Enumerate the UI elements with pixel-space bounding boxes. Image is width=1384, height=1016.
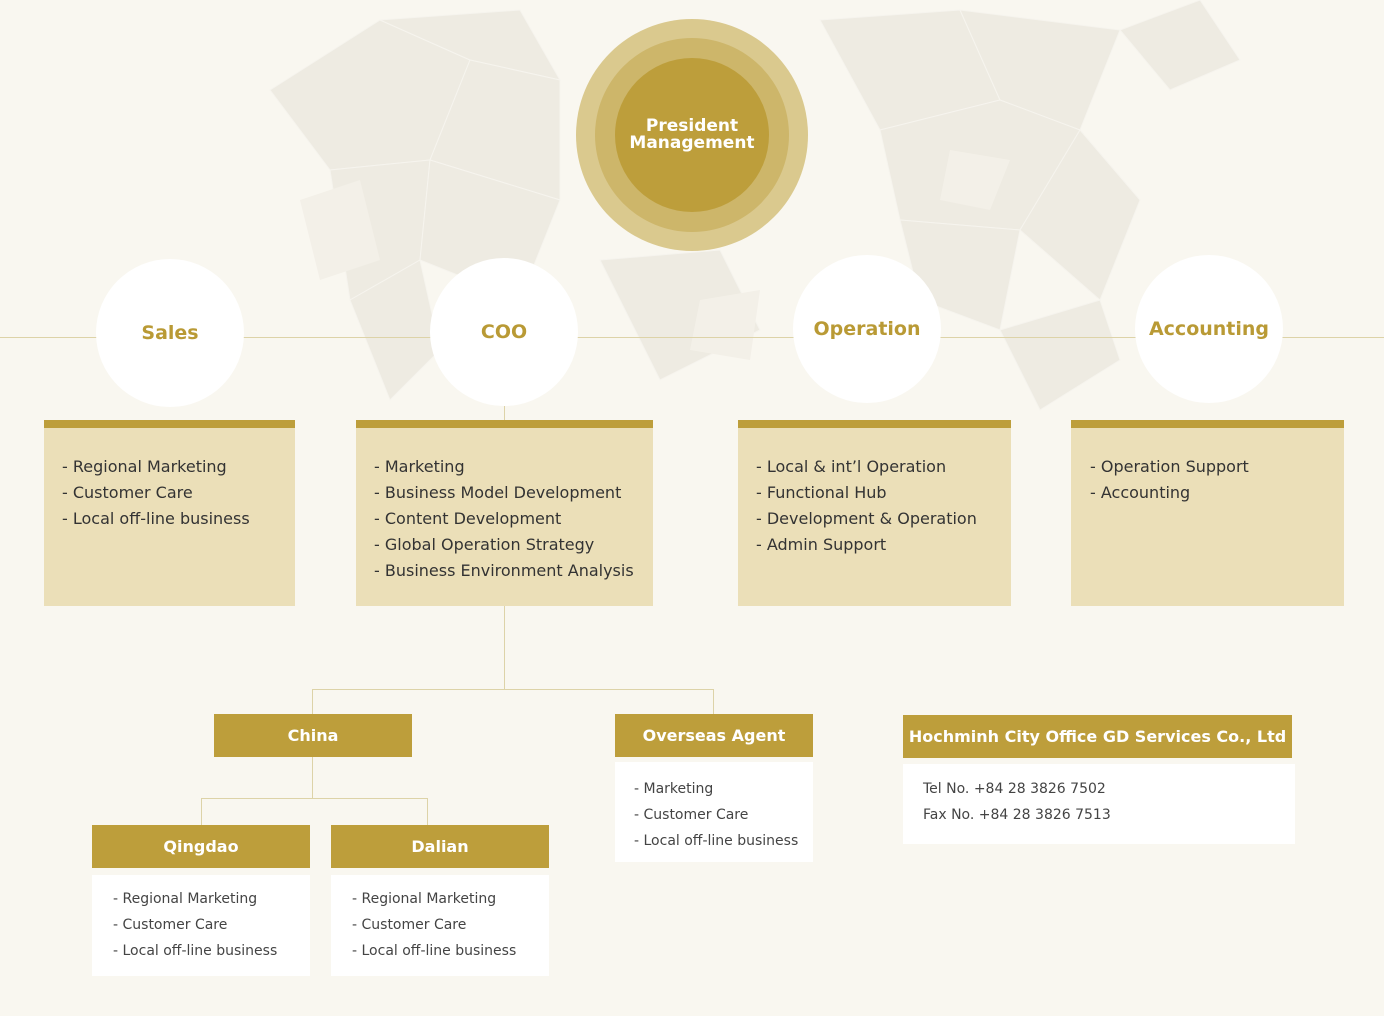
accounting-duties-box: - Operation Support - Accounting [1071,420,1344,606]
overseas-agent-duties-box: - Marketing - Customer Care - Local off-… [615,762,813,862]
list-item: - Regional Marketing [62,457,227,476]
list-item: - Regional Marketing [352,891,497,907]
coo-duties-box: - Marketing - Business Model Development… [356,420,653,606]
dalian-duties-list: - Regional Marketing - Customer Care - L… [352,886,549,964]
qingdao-duties-list: - Regional Marketing - Customer Care - L… [113,886,310,964]
overseas-branch-line [713,689,714,715]
office-contact-box: Tel No. +84 28 3826 7502 Fax No. +84 28 … [903,764,1295,844]
dalian-label: Dalian [411,837,469,856]
president-subtitle: Management [629,133,755,153]
qingdao-node: Qingdao [92,825,310,868]
list-item: - Operation Support [1090,457,1249,476]
qingdao-branch-line [201,798,202,825]
china-branch-line [312,689,313,715]
list-item: - Business Environment Analysis [374,561,634,580]
president-circle: President Management [576,19,808,251]
office-node: Hochminh City Office GD Services Co., Lt… [903,715,1292,758]
list-item: - Customer Care [634,807,749,823]
list-item: - Local off-line business [634,833,799,849]
accounting-duties-list: - Operation Support - Accounting [1090,454,1344,506]
overseas-agent-node: Overseas Agent [615,714,813,757]
list-item: - Customer Care [62,483,193,502]
sales-circle: Sales [96,259,244,407]
list-item: - Local off-line business [113,943,278,959]
city-branch-horizontal-line [201,798,428,799]
president-node: President Management [615,58,769,212]
president-title: President [645,116,739,136]
china-down-line [312,757,313,799]
list-item: - Regional Marketing [113,891,258,907]
overseas-agent-label: Overseas Agent [642,726,786,745]
list-item: - Local off-line business [352,943,517,959]
coo-label: COO [480,321,528,343]
list-item: - Global Operation Strategy [374,535,595,554]
list-item: - Admin Support [756,535,887,554]
office-contact-list: Tel No. +84 28 3826 7502 Fax No. +84 28 … [923,776,1295,828]
operation-duties-box: - Local & int’l Operation - Functional H… [738,420,1011,606]
list-item: - Local & int’l Operation [756,457,947,476]
overseas-agent-duties-list: - Marketing - Customer Care - Local off-… [634,776,813,854]
list-item: - Content Development [374,509,562,528]
office-tel: Tel No. +84 28 3826 7502 [923,781,1106,797]
list-item: - Accounting [1090,483,1191,502]
operation-duties-list: - Local & int’l Operation - Functional H… [756,454,1011,558]
dalian-node: Dalian [331,825,549,868]
branch-horizontal-line [312,689,714,690]
china-node: China [214,714,412,757]
horizontal-connector-line [0,337,1384,338]
coo-duties-list: - Marketing - Business Model Development… [374,454,653,584]
accounting-circle: Accounting [1135,255,1283,403]
sales-label: Sales [141,322,199,344]
coo-box-down-line [504,606,505,689]
qingdao-duties-box: - Regional Marketing - Customer Care - L… [92,875,310,976]
list-item: - Functional Hub [756,483,887,502]
coo-to-box-line [504,404,505,421]
qingdao-label: Qingdao [163,837,239,856]
list-item: - Development & Operation [756,509,977,528]
sales-duties-list: - Regional Marketing - Customer Care - L… [62,454,295,532]
sales-duties-box: - Regional Marketing - Customer Care - L… [44,420,295,606]
office-label: Hochminh City Office GD Services Co., Lt… [908,727,1287,746]
list-item: - Marketing [634,781,714,797]
dalian-branch-line [427,798,428,825]
accounting-label: Accounting [1148,318,1270,340]
china-label: China [287,726,339,745]
list-item: - Customer Care [113,917,228,933]
coo-circle: COO [430,258,578,406]
operation-label: Operation [813,318,921,340]
dalian-duties-box: - Regional Marketing - Customer Care - L… [331,875,549,976]
list-item: - Customer Care [352,917,467,933]
list-item: - Business Model Development [374,483,622,502]
list-item: - Marketing [374,457,465,476]
list-item: - Local off-line business [62,509,250,528]
operation-circle: Operation [793,255,941,403]
office-fax: Fax No. +84 28 3826 7513 [923,807,1111,823]
